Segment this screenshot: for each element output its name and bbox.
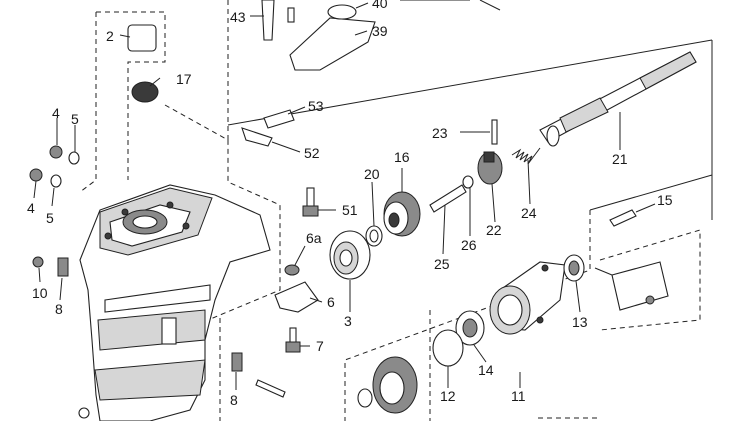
screw-4-upper xyxy=(49,145,63,159)
long-bolt xyxy=(255,379,286,398)
label-51: 51 xyxy=(342,202,358,218)
label-53: 53 xyxy=(308,98,324,114)
label-3: 3 xyxy=(344,313,352,329)
ring-20-inner xyxy=(369,229,379,243)
label-20: 20 xyxy=(364,166,380,182)
cam-6 xyxy=(274,281,319,313)
label-6a: 6a xyxy=(306,230,322,246)
label-24: 24 xyxy=(521,205,537,221)
label-39: 39 xyxy=(372,23,388,39)
washer-5-upper xyxy=(68,151,80,165)
o-ring-12 xyxy=(432,329,464,367)
washer-bottom xyxy=(357,388,373,408)
label-11: 11 xyxy=(511,388,526,404)
rod-43 xyxy=(261,0,275,41)
label-13: 13 xyxy=(572,314,588,330)
label-25: 25 xyxy=(434,256,450,272)
bearing-3 xyxy=(329,230,371,280)
pin-23 xyxy=(491,119,498,145)
pin-43b xyxy=(287,7,295,23)
anode-8-lower xyxy=(231,352,243,372)
label-52: 52 xyxy=(304,145,320,161)
grommet-53 xyxy=(263,109,295,129)
propeller-shaft xyxy=(539,51,697,147)
bolt-15 xyxy=(609,209,637,227)
gear-17 xyxy=(131,81,159,103)
label-21: 21 xyxy=(612,151,628,167)
anode-8-upper xyxy=(57,257,69,277)
seal-13-inner xyxy=(568,260,580,276)
label-12: 12 xyxy=(440,388,456,404)
label-2: 2 xyxy=(106,28,114,44)
bearing-housing-11 xyxy=(489,261,566,335)
inset-part xyxy=(611,261,669,311)
label-7: 7 xyxy=(316,338,324,354)
gear-case-housing xyxy=(78,184,271,421)
o-ring-40 xyxy=(327,4,357,20)
label-6: 6 xyxy=(327,294,335,310)
bushing-2 xyxy=(127,24,157,52)
label-5-upper: 5 xyxy=(71,111,79,127)
label-17: 17 xyxy=(176,71,192,87)
label-4-lower: 4 xyxy=(27,200,35,216)
label-15: 15 xyxy=(657,192,673,208)
bearing-14-inner xyxy=(462,318,478,338)
part-26 xyxy=(462,175,474,189)
label-23: 23 xyxy=(432,125,448,141)
label-26: 26 xyxy=(461,237,477,253)
pinion-gear xyxy=(383,191,421,237)
inset-fastener xyxy=(645,295,655,305)
label-10: 10 xyxy=(32,285,48,301)
bolt-51-head xyxy=(302,205,319,217)
label-40: 40 xyxy=(372,0,388,11)
nut-10 xyxy=(32,256,44,268)
label-8-lower: 8 xyxy=(230,392,238,408)
washer-5-lower xyxy=(50,174,62,188)
spring-24 xyxy=(511,147,541,165)
leader-lines xyxy=(33,2,656,390)
part-labels: 2 3 4 4 5 5 6 6a 7 8 8 10 11 12 13 14 15… xyxy=(27,0,673,408)
clutch-22 xyxy=(477,151,503,185)
label-43: 43 xyxy=(230,9,246,25)
label-14: 14 xyxy=(478,362,494,378)
reverse-gear-hub xyxy=(379,371,405,405)
label-5-lower: 5 xyxy=(46,210,54,226)
label-8-upper: 8 xyxy=(55,301,63,317)
bolt-7-head xyxy=(285,341,301,353)
gasket-39 xyxy=(289,17,376,71)
washer-6a xyxy=(284,264,300,276)
pin-25 xyxy=(429,184,467,213)
grommet-52 xyxy=(241,127,273,147)
screw-4-lower xyxy=(29,168,43,182)
label-16: 16 xyxy=(394,149,410,165)
label-22: 22 xyxy=(486,222,502,238)
label-4-upper: 4 xyxy=(52,105,60,121)
